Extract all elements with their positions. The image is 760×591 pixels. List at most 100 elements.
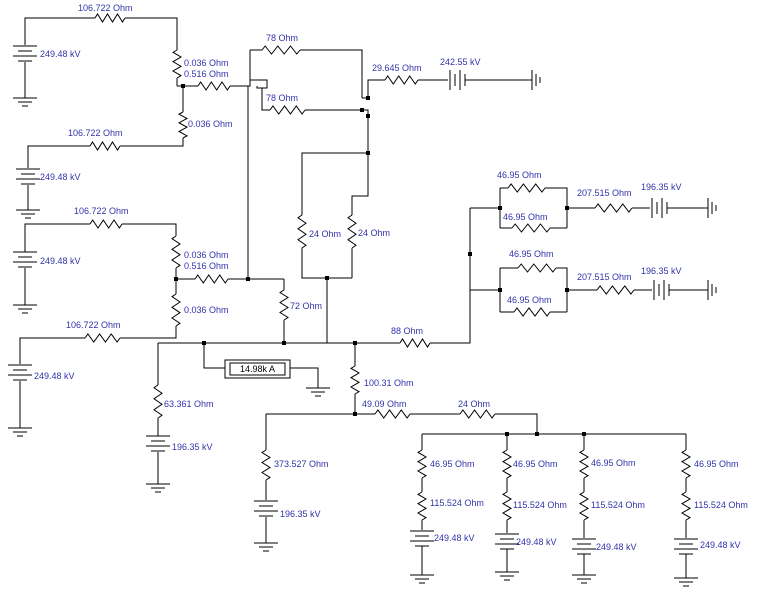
resistor[interactable] bbox=[279, 289, 289, 321]
resistor[interactable] bbox=[384, 75, 419, 85]
wire bbox=[351, 153, 369, 215]
label-r-top1b: 0.036 Ohm bbox=[184, 58, 229, 68]
resistor[interactable] bbox=[347, 214, 357, 249]
ammeter[interactable]: 14.98k A bbox=[224, 359, 291, 379]
resistor[interactable] bbox=[172, 49, 182, 79]
ground-icon bbox=[531, 70, 541, 90]
resistor[interactable] bbox=[596, 285, 635, 295]
label-r-mid1b: 0.036 Ohm bbox=[184, 250, 229, 260]
wire bbox=[545, 187, 568, 228]
battery[interactable] bbox=[495, 533, 519, 550]
resistor[interactable] bbox=[197, 81, 231, 91]
label-r-b3a: 46.95 Ohm bbox=[591, 458, 636, 468]
junction-dot bbox=[468, 252, 472, 256]
junction-dot bbox=[202, 341, 206, 345]
battery[interactable] bbox=[674, 538, 698, 555]
label-r-24a: 24 Ohm bbox=[309, 229, 341, 239]
resistor[interactable] bbox=[84, 333, 121, 343]
resistor[interactable] bbox=[171, 293, 181, 327]
label-r-78a: 78 Ohm bbox=[266, 33, 298, 43]
resistor[interactable] bbox=[261, 449, 271, 481]
resistor[interactable] bbox=[507, 183, 546, 193]
resistor[interactable] bbox=[502, 491, 512, 521]
battery[interactable] bbox=[410, 530, 434, 547]
wire bbox=[230, 79, 268, 89]
label-r-b4a: 46.95 Ohm bbox=[694, 459, 739, 469]
wire bbox=[120, 138, 184, 147]
resistor[interactable] bbox=[594, 203, 633, 213]
battery[interactable] bbox=[651, 198, 668, 218]
resistor[interactable] bbox=[459, 409, 496, 419]
resistor[interactable] bbox=[177, 111, 189, 139]
resistor[interactable] bbox=[511, 223, 551, 233]
label-r-b2a: 46.95 Ohm bbox=[513, 459, 558, 469]
label-r-88: 88 Ohm bbox=[391, 326, 423, 336]
label-v-top1: 249.48 kV bbox=[40, 49, 81, 59]
label-v-242: 242.55 kV bbox=[440, 57, 481, 67]
resistor[interactable] bbox=[579, 449, 589, 479]
junction-dot bbox=[181, 84, 185, 88]
resistor[interactable] bbox=[94, 13, 126, 23]
ground-icon bbox=[13, 97, 37, 107]
battery[interactable] bbox=[653, 280, 670, 300]
junction-dot bbox=[565, 288, 569, 292]
ground-icon bbox=[674, 577, 698, 587]
ground-icon bbox=[572, 574, 596, 584]
label-r-207a: 207.515 Ohm bbox=[577, 188, 632, 198]
junction-dot bbox=[565, 206, 569, 210]
wire bbox=[300, 49, 363, 98]
wire bbox=[125, 17, 178, 50]
label-r-4695b: 46.95 Ohm bbox=[503, 212, 548, 222]
label-r-373: 373.527 Ohm bbox=[274, 459, 329, 469]
junction-dot bbox=[366, 96, 370, 100]
resistor[interactable] bbox=[153, 384, 163, 419]
resistor[interactable] bbox=[374, 409, 411, 419]
label-r-mid2: 106.722 Ohm bbox=[66, 320, 121, 330]
battery[interactable] bbox=[13, 251, 37, 268]
battery[interactable] bbox=[254, 500, 278, 517]
wire bbox=[362, 79, 385, 99]
label-v-196a: 196.35 kV bbox=[641, 182, 682, 192]
junction-dot bbox=[325, 276, 329, 280]
battery[interactable] bbox=[146, 435, 170, 452]
ground-icon bbox=[707, 280, 717, 300]
wire bbox=[430, 254, 471, 344]
resistor[interactable] bbox=[261, 45, 301, 55]
resistor[interactable] bbox=[89, 141, 121, 151]
ground-icon bbox=[410, 574, 434, 584]
label-r-b2b: 115.524 Ohm bbox=[513, 500, 567, 510]
resistor[interactable] bbox=[89, 219, 123, 229]
components bbox=[8, 13, 717, 587]
wire bbox=[261, 87, 270, 111]
label-v-mid2: 249.48 kV bbox=[34, 371, 75, 381]
resistor[interactable] bbox=[502, 449, 512, 479]
battery[interactable] bbox=[16, 168, 40, 185]
ground-icon bbox=[146, 483, 170, 493]
junction-dot bbox=[535, 432, 539, 436]
junction-dot bbox=[360, 108, 364, 112]
junction-dot bbox=[498, 288, 502, 292]
label-r-b1a: 46.95 Ohm bbox=[430, 459, 475, 469]
ground-icon bbox=[8, 427, 32, 437]
label-r-207b: 207.515 Ohm bbox=[577, 272, 632, 282]
battery[interactable] bbox=[13, 45, 37, 62]
battery[interactable] bbox=[572, 538, 596, 555]
wire bbox=[203, 343, 225, 369]
ground-icon bbox=[707, 198, 717, 218]
resistor[interactable] bbox=[269, 105, 306, 115]
resistor[interactable] bbox=[171, 235, 181, 269]
battery[interactable] bbox=[449, 70, 466, 90]
resistor[interactable] bbox=[399, 338, 431, 348]
resistor[interactable] bbox=[681, 491, 691, 521]
resistor[interactable] bbox=[350, 365, 360, 395]
resistor[interactable] bbox=[417, 449, 427, 479]
resistor[interactable] bbox=[513, 307, 551, 317]
resistor[interactable] bbox=[681, 449, 691, 479]
battery[interactable] bbox=[8, 364, 32, 381]
resistor[interactable] bbox=[417, 491, 427, 521]
resistor[interactable] bbox=[517, 263, 557, 273]
resistor[interactable] bbox=[297, 214, 307, 249]
resistor[interactable] bbox=[579, 491, 589, 521]
resistor[interactable] bbox=[194, 274, 229, 284]
